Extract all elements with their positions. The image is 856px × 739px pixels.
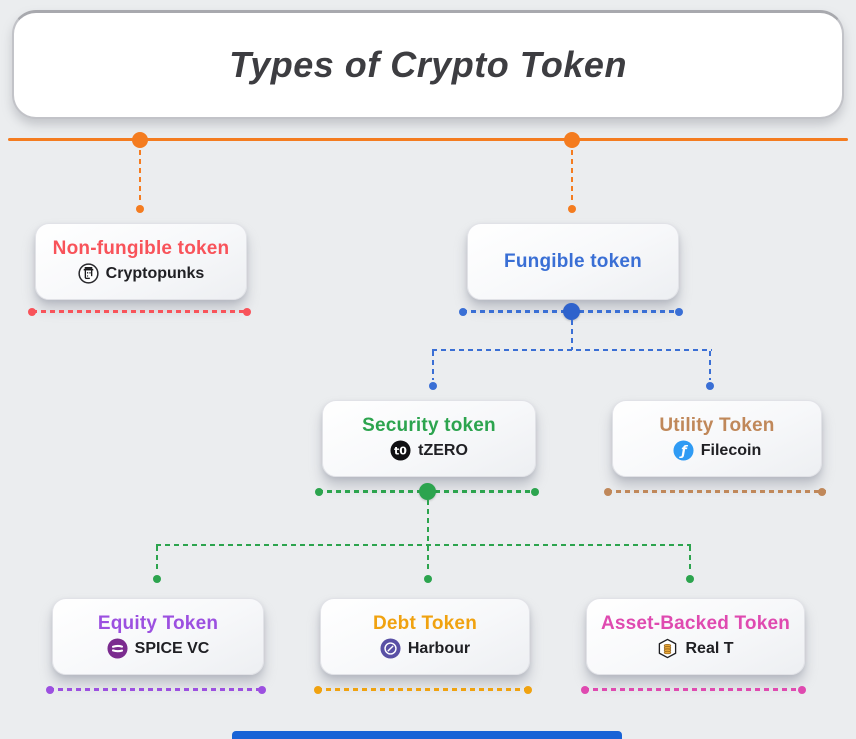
connector-dot <box>136 205 144 213</box>
cryptopunks-icon <box>78 263 99 284</box>
connector-dot <box>531 488 539 496</box>
connector-line <box>571 150 573 202</box>
connector-dot <box>798 686 806 694</box>
connector-dot <box>706 382 714 390</box>
connector-dot <box>46 686 54 694</box>
node-example: Real T <box>657 638 734 659</box>
tzero-icon: t0 <box>390 440 411 461</box>
node-fungible-token: Fungible token <box>467 223 679 300</box>
node-example-label: Filecoin <box>700 441 762 459</box>
connector-line <box>689 546 691 573</box>
connector-line <box>156 544 691 546</box>
connector-dot <box>581 686 589 694</box>
filecoin-glyph: ƒ <box>679 444 688 459</box>
trunk-line-orange <box>8 138 848 141</box>
node-example-label: Real T <box>685 639 734 657</box>
connector-line <box>432 349 712 351</box>
node-title: Equity Token <box>97 613 219 634</box>
node-example-label: SPICE VC <box>134 639 210 657</box>
connector-dot <box>314 686 322 694</box>
connector-dot <box>153 575 161 583</box>
connector-dot <box>675 308 683 316</box>
node-example: Cryptopunks <box>78 263 205 284</box>
node-example: ƒ Filecoin <box>673 440 761 461</box>
node-non-fungible-token: Non-fungible token Cryptopunks <box>35 223 247 300</box>
connector-dot <box>564 132 580 148</box>
connector-line <box>139 150 141 202</box>
connector-line <box>427 500 429 545</box>
connector-dot <box>568 205 576 213</box>
node-underline <box>607 490 826 493</box>
node-title: Fungible token <box>504 251 642 272</box>
connector-dot <box>524 686 532 694</box>
node-equity-token: Equity Token SPICE VC <box>52 598 264 675</box>
harbour-icon <box>380 638 401 659</box>
node-security-token: Security token t0 tZERO <box>322 400 536 477</box>
node-title: Security token <box>362 415 496 436</box>
connector-dot <box>429 382 437 390</box>
connector-line <box>432 351 434 380</box>
node-underline <box>317 688 531 691</box>
connector-dot <box>258 686 266 694</box>
footer-accent-bar <box>232 731 622 739</box>
node-example: SPICE VC <box>107 638 210 659</box>
connector-line <box>427 546 429 573</box>
tzero-glyph: t0 <box>394 444 407 457</box>
connector-dot <box>132 132 148 148</box>
title-box: Types of Crypto Token <box>12 10 844 119</box>
node-title: Debt Token <box>372 613 478 634</box>
connector-dot <box>563 303 580 320</box>
connector-dot <box>243 308 251 316</box>
node-example: t0 tZERO <box>390 440 468 461</box>
node-underline <box>32 310 247 313</box>
filecoin-icon: ƒ <box>673 440 694 461</box>
connector-dot <box>459 308 467 316</box>
node-example: Harbour <box>380 638 470 659</box>
node-example-label: Harbour <box>407 639 471 657</box>
connector-dot <box>424 575 432 583</box>
connector-dot <box>686 575 694 583</box>
connector-dot <box>818 488 826 496</box>
node-asset-backed-token: Asset-Backed Token Real T <box>586 598 805 675</box>
connector-dot <box>28 308 36 316</box>
realt-icon <box>659 638 677 659</box>
node-underline <box>49 688 265 691</box>
node-title: Non-fungible token <box>52 238 230 259</box>
connector-dot <box>604 488 612 496</box>
node-example-label: tZERO <box>418 441 468 459</box>
node-example-label: Cryptopunks <box>105 264 205 282</box>
node-title: Utility Token <box>659 415 775 436</box>
node-utility-token: Utility Token ƒ Filecoin <box>612 400 822 477</box>
connector-dot <box>419 483 436 500</box>
node-underline <box>584 688 805 691</box>
page-title: Types of Crypto Token <box>229 44 627 85</box>
connector-line <box>709 351 711 380</box>
node-title: Asset-Backed Token <box>600 613 791 634</box>
connector-dot <box>315 488 323 496</box>
connector-line <box>156 546 158 573</box>
spicevc-icon <box>107 638 128 659</box>
node-debt-token: Debt Token Harbour <box>320 598 530 675</box>
connector-line <box>571 320 573 350</box>
